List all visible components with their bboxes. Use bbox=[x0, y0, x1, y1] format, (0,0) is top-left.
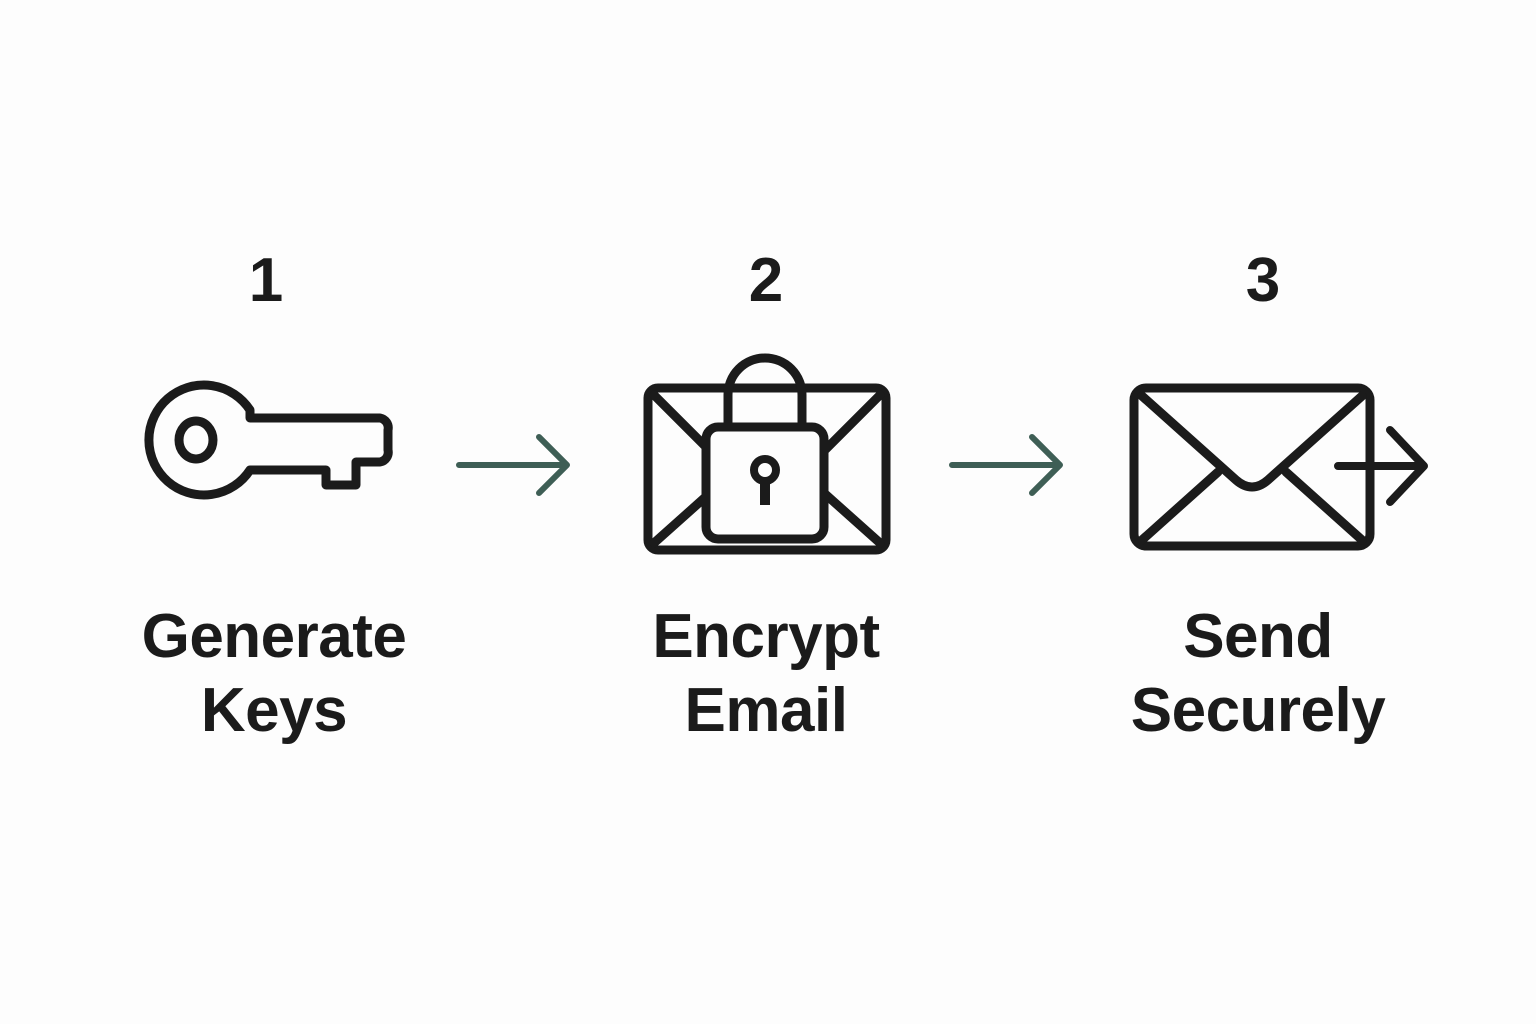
step-3-label-line1: Send bbox=[1183, 602, 1333, 671]
step-2-label-line2: Email bbox=[684, 676, 848, 745]
step-1-label-line1: Generate bbox=[141, 602, 407, 671]
step-2-number: 2 bbox=[748, 246, 784, 315]
step-1-label: Generate Keys bbox=[94, 600, 454, 748]
step-3-label: Send Securely bbox=[1078, 600, 1438, 748]
step-1-label-line2: Keys bbox=[200, 676, 348, 745]
step-3-number: 3 bbox=[1245, 246, 1281, 315]
step-2-label-line1: Encrypt bbox=[652, 602, 880, 671]
step-1-number: 1 bbox=[248, 246, 284, 315]
key-icon bbox=[144, 380, 393, 500]
step-3-label-line2: Securely bbox=[1130, 676, 1386, 745]
right-arrow-icon bbox=[949, 434, 1063, 496]
locked-envelope-icon bbox=[643, 353, 891, 555]
right-arrow-icon bbox=[456, 434, 570, 496]
send-envelope-icon bbox=[1129, 383, 1428, 551]
step-2-label: Encrypt Email bbox=[586, 600, 946, 748]
